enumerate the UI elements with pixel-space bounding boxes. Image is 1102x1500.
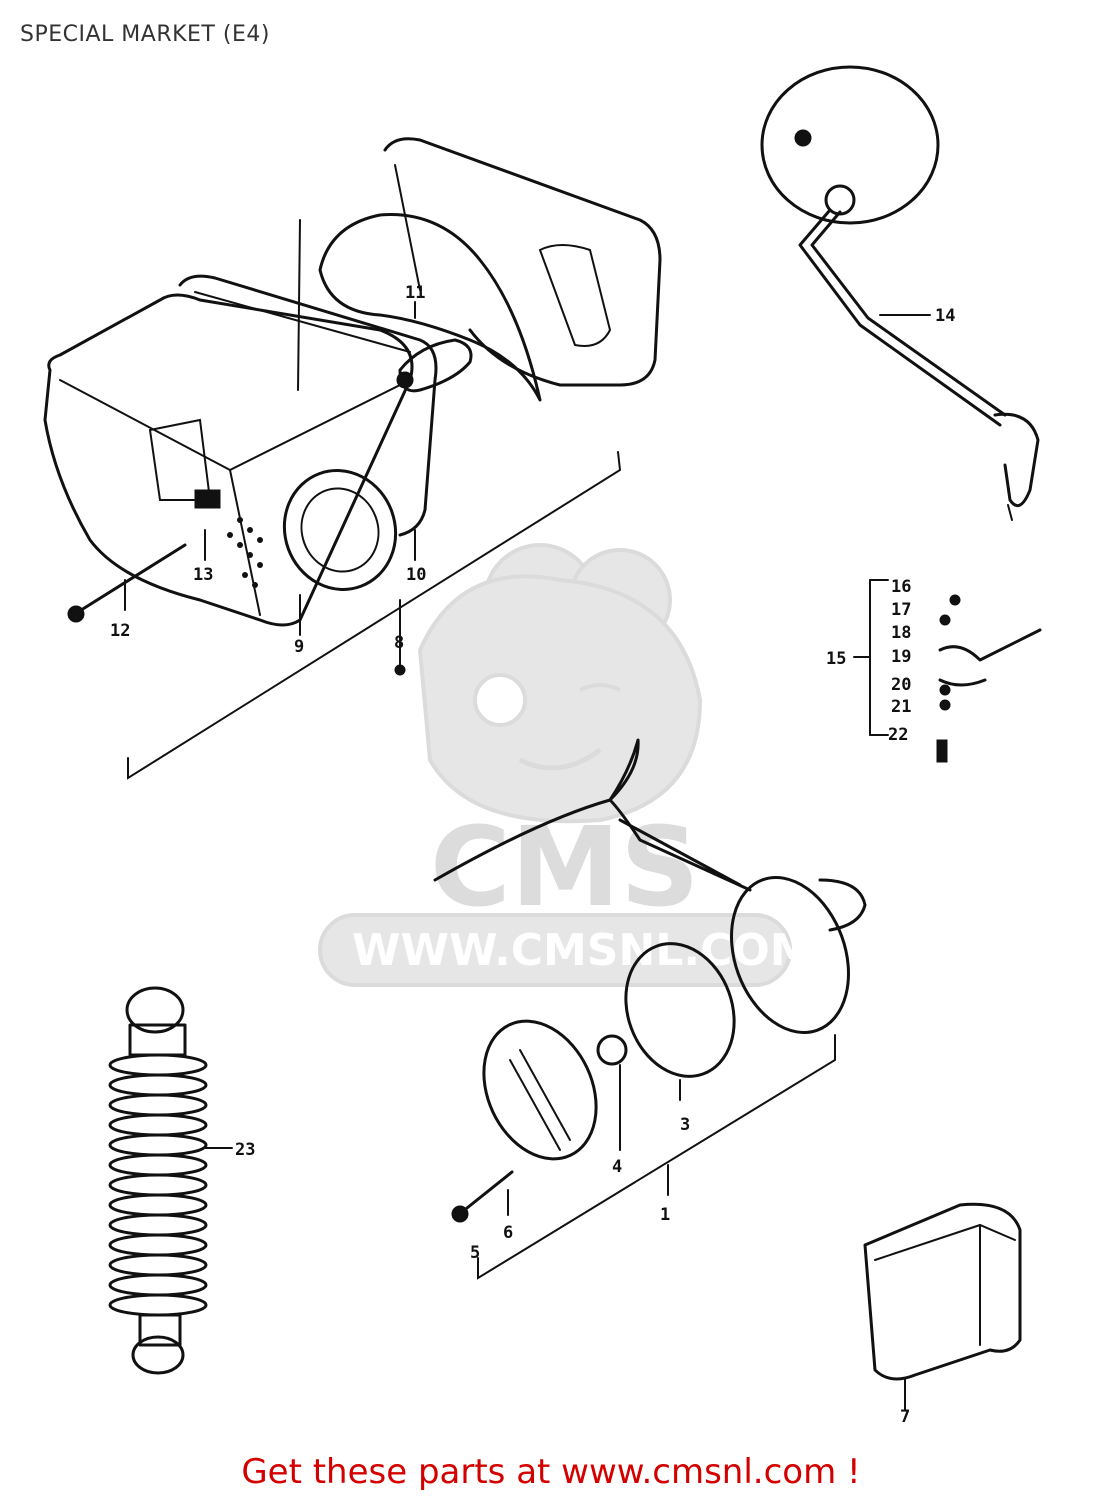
callout-18: 18 <box>891 623 911 643</box>
callout-17: 17 <box>891 600 911 620</box>
callout-12: 12 <box>110 621 130 641</box>
watermark: CMS WWW.CMSNL.COM <box>318 543 814 987</box>
callout-19: 19 <box>891 647 911 667</box>
flasher-relay <box>863 1202 1022 1411</box>
callout-15: 15 <box>826 649 846 669</box>
footer-link[interactable]: Get these parts at www.cmsnl.com ! <box>241 1452 861 1492</box>
callout-20: 20 <box>891 675 911 695</box>
callout-3: 3 <box>680 1115 690 1135</box>
mirror <box>760 65 1040 521</box>
callout-11: 11 <box>405 283 425 303</box>
callout-7: 7 <box>900 1407 910 1427</box>
callout-6: 6 <box>503 1223 513 1243</box>
turn-signal-assembly <box>433 738 867 1280</box>
watermark-url: WWW.CMSNL.COM <box>352 925 814 976</box>
callout-4: 4 <box>612 1157 622 1177</box>
page-title: SPECIAL MARKET (E4) <box>20 22 270 47</box>
callout-1: 1 <box>660 1205 670 1225</box>
callout-10: 10 <box>406 565 426 585</box>
callout-5: 5 <box>470 1243 480 1263</box>
callout-14: 14 <box>935 306 955 326</box>
callout-16: 16 <box>891 577 911 597</box>
callout-8: 8 <box>394 633 404 653</box>
wiring-group <box>853 579 1042 763</box>
callout-13: 13 <box>193 565 213 585</box>
headlight-assembly <box>43 137 662 780</box>
callout-9: 9 <box>294 637 304 657</box>
callout-23: 23 <box>235 1140 255 1160</box>
watermark-brand: CMS <box>430 803 699 931</box>
callout-21: 21 <box>891 697 911 717</box>
shock-absorber <box>108 986 233 1375</box>
callout-labels: 1 3 4 5 6 7 8 9 10 11 12 13 14 15 16 17 … <box>110 283 955 1427</box>
callout-22: 22 <box>888 725 908 745</box>
